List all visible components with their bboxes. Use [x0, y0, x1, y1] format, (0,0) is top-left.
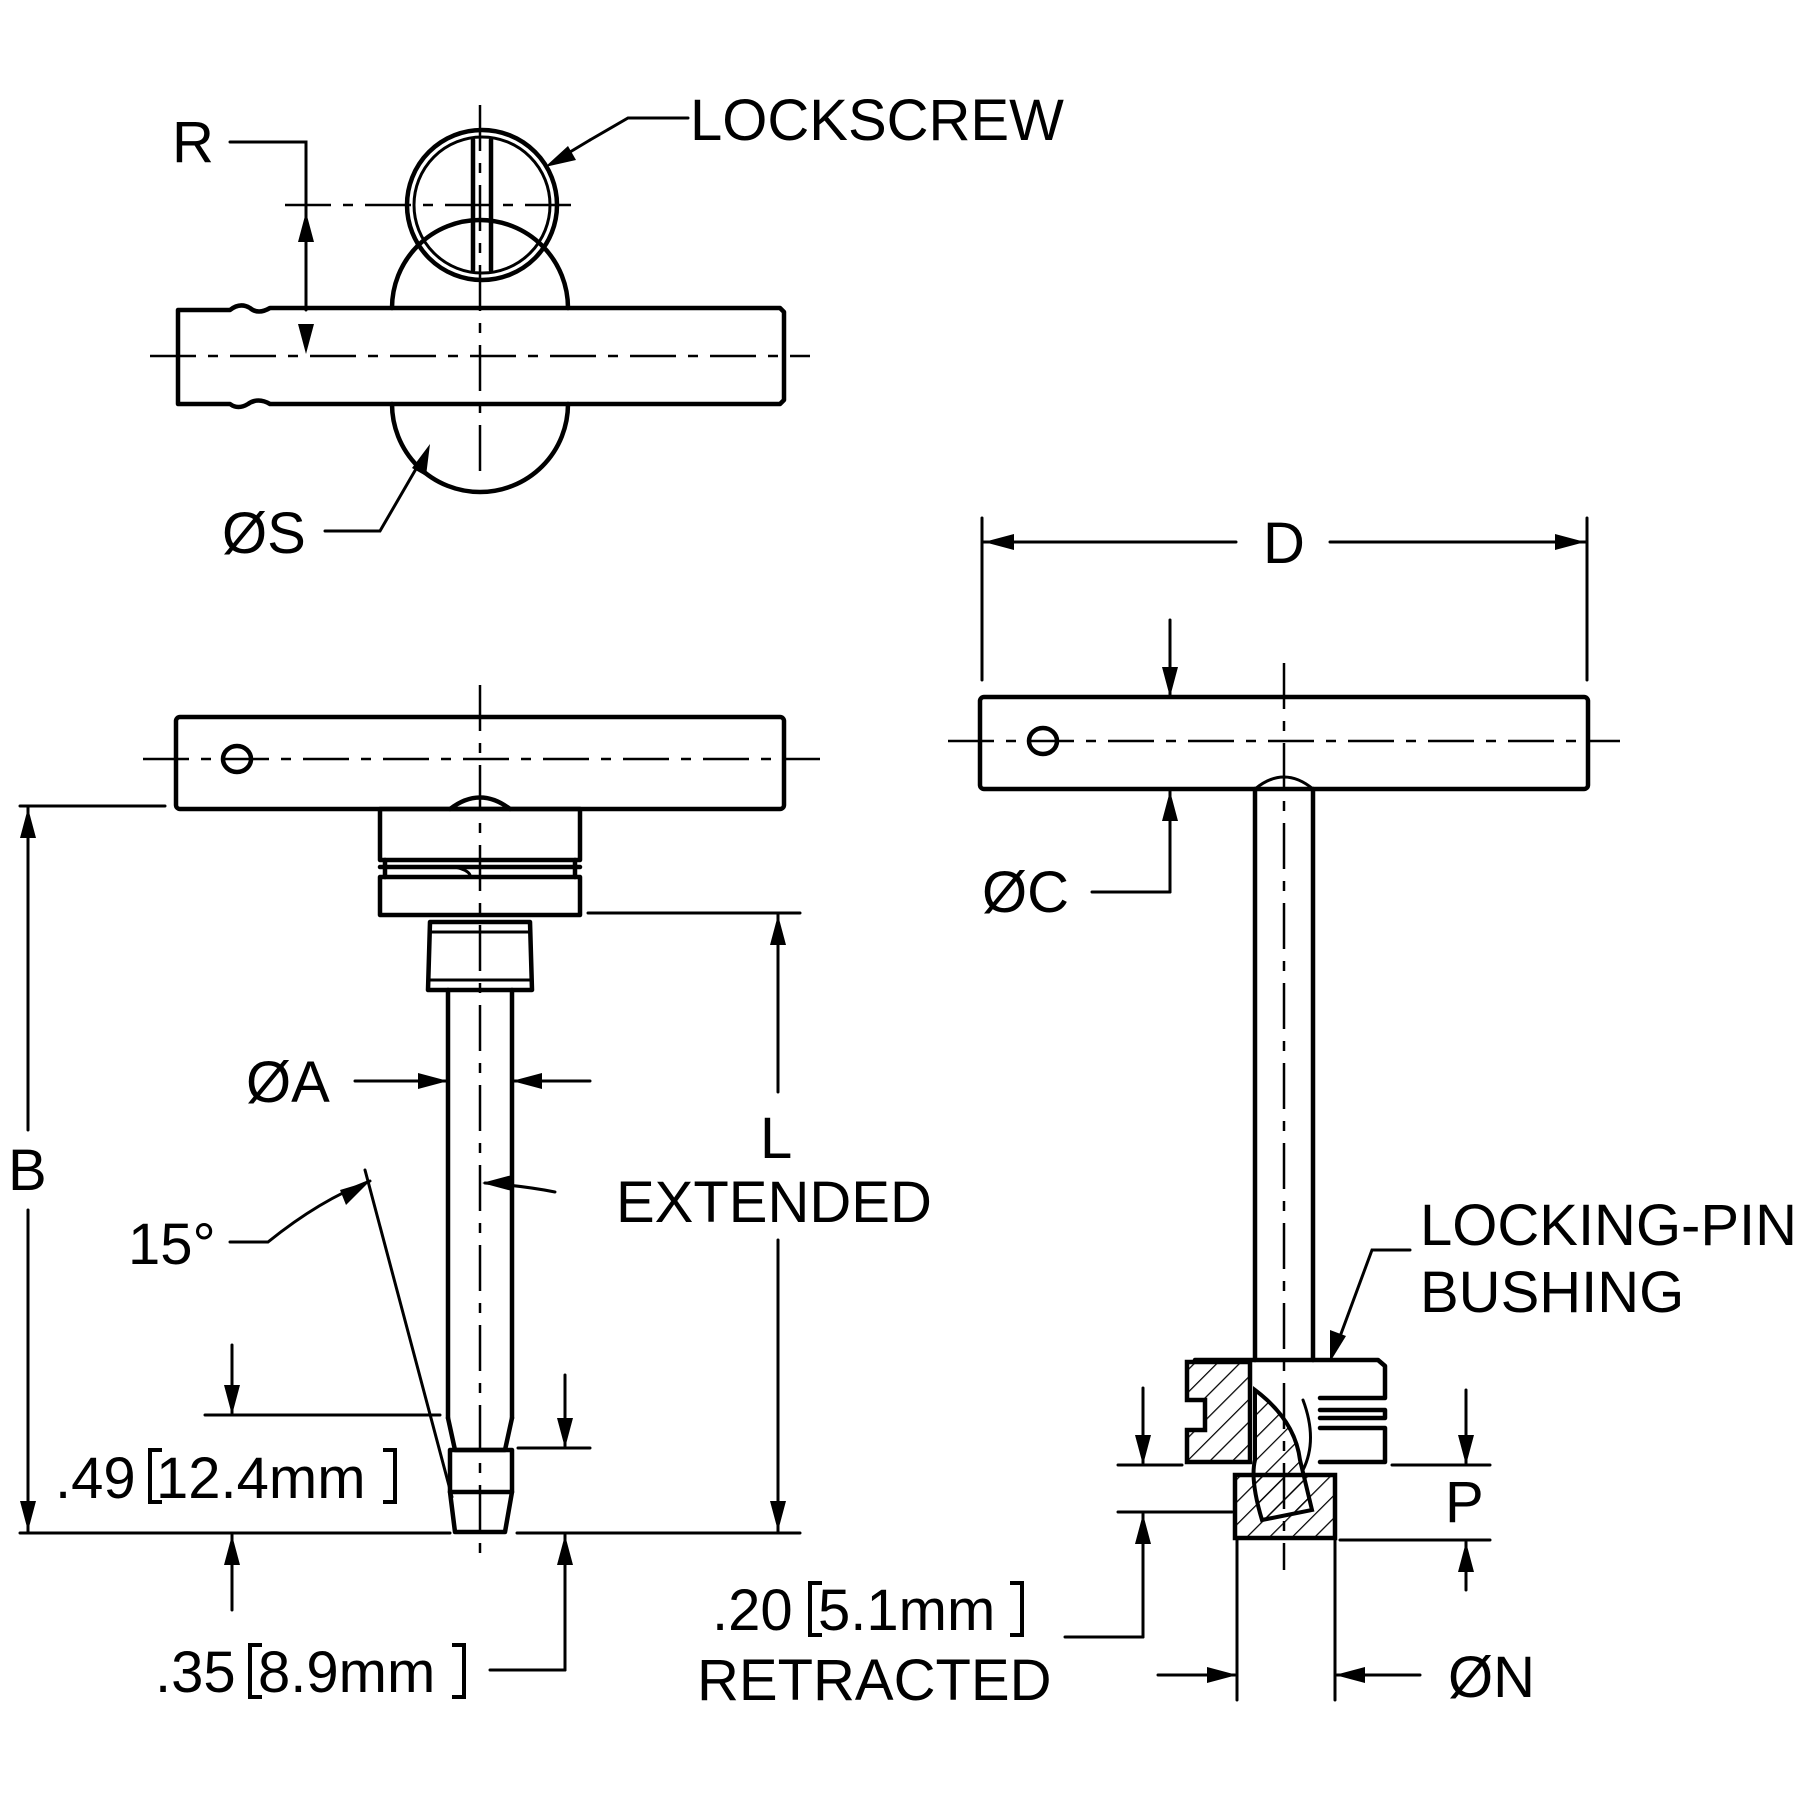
l-label: L: [760, 1106, 792, 1171]
dim-035-in: .35: [155, 1640, 236, 1705]
dim-049-mm: 12.4mm: [156, 1446, 366, 1511]
dim-020-in: .20: [712, 1578, 793, 1643]
d-label: D: [1263, 511, 1305, 576]
dim-049-in: .49: [55, 1446, 136, 1511]
dia-n-label: ØN: [1448, 1645, 1535, 1710]
retracted-label: RETRACTED: [697, 1648, 1051, 1713]
top-view: [150, 105, 810, 533]
dim-020-mm: 5.1mm: [818, 1578, 995, 1643]
bushing-label: BUSHING: [1420, 1260, 1684, 1325]
front-view: [18, 685, 820, 1672]
p-label: P: [1445, 1470, 1484, 1535]
dia-s-label: ØS: [222, 501, 306, 566]
angle-15-label: 15°: [128, 1212, 216, 1277]
extended-label: EXTENDED: [616, 1170, 932, 1235]
dia-a-label: ØA: [246, 1050, 330, 1115]
lockscrew-label: LOCKSCREW: [690, 88, 1064, 153]
dim-035-mm: 8.9mm: [258, 1640, 435, 1705]
side-view: [948, 516, 1620, 1702]
b-label: B: [8, 1138, 47, 1203]
r-label: R: [172, 110, 214, 175]
dia-c-label: ØC: [982, 860, 1069, 925]
locking-pin-label: LOCKING-PIN: [1420, 1193, 1797, 1258]
